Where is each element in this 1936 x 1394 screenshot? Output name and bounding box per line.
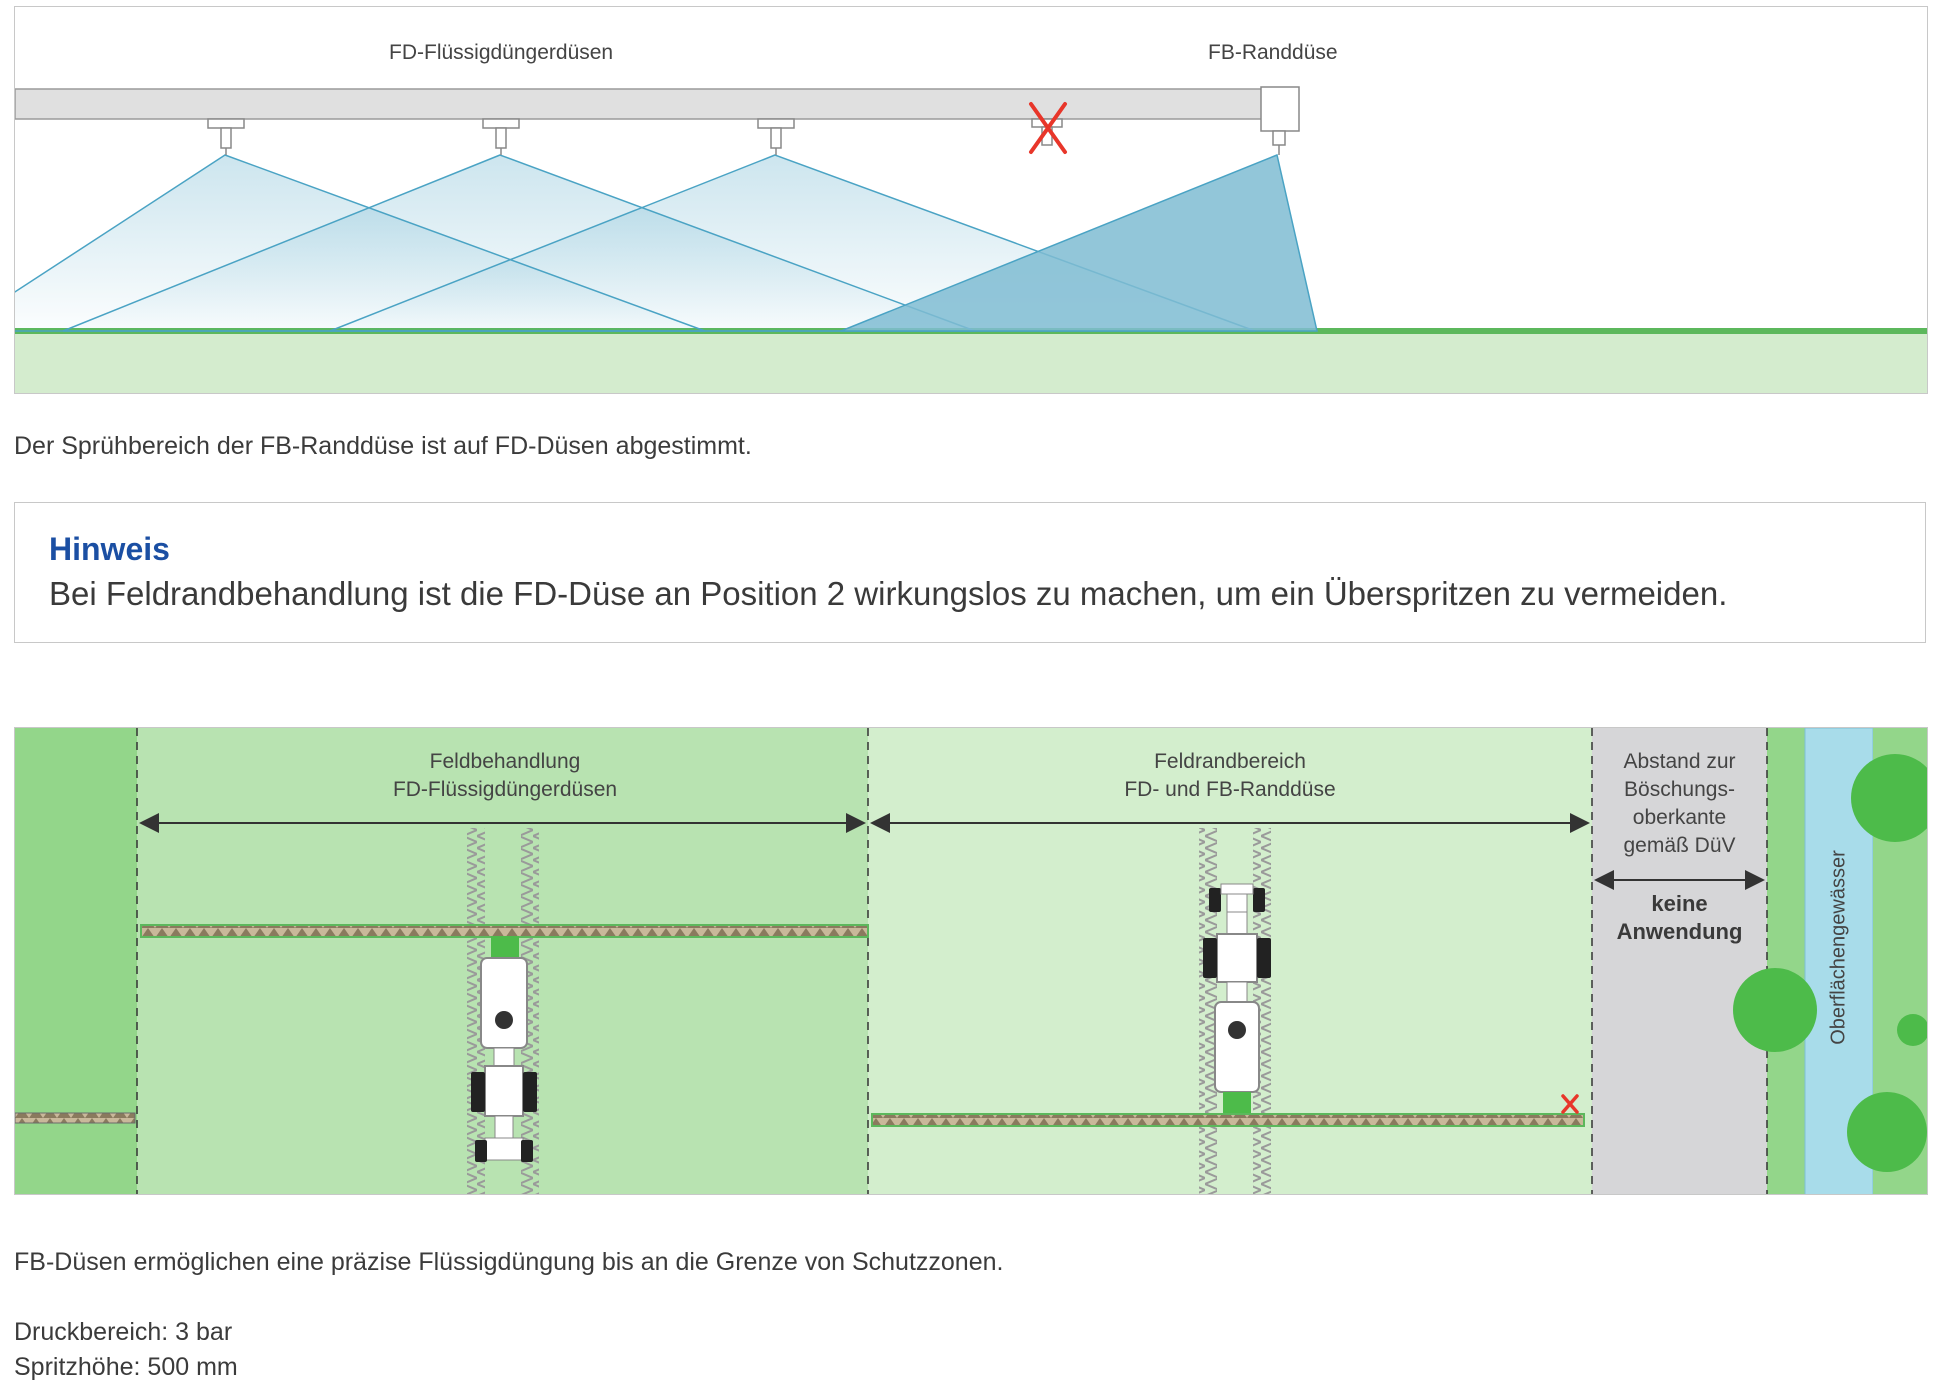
boom-bar [15,88,1298,120]
field-treatment-label: Feldbehandlung FD-Flüssigdüngerdüsen [375,748,635,804]
buffer-line-2: Böschungs- [1624,778,1735,801]
spray-pattern-graphic [15,86,1927,393]
field-treatment-title: Feldbehandlung [429,750,581,773]
tree-icons [1733,754,1927,1172]
buffer-zone-label: Abstand zur Böschungs- oberkante gemäß D… [1592,748,1767,860]
tree-icon [1851,754,1927,842]
spec-pressure: Druckbereich: 3 bar [14,1318,233,1346]
nozzle-3 [757,118,795,129]
nozzle-1 [207,118,245,129]
hint-text: Bei Feldrandbehandlung ist die FD-Düse a… [49,575,1728,612]
fb-spray-fan [840,153,1318,332]
no-application-line-2: Anwendung [1616,919,1743,944]
tree-icon [1733,968,1817,1052]
water-label: Oberflächengewässer [1827,850,1850,1045]
hint-box: Hinweis Bei Feldrandbehandlung ist die F… [14,502,1926,643]
spec-height: Spritzhöhe: 500 mm [14,1353,238,1381]
bank-strip [1767,728,1805,1194]
fd-nozzles-label: FD-Flüssigdüngerdüsen [389,41,614,64]
field-zone-diagram: Feldbehandlung FD-Flüssigdüngerdüsen Fel… [14,727,1928,1195]
no-application-label: keine Anwendung [1592,890,1767,946]
nozzle-spray-diagram: FD-Flüssigdüngerdüsen FB-Randdüse [14,6,1928,394]
fb-nozzle-label: FB-Randdüse [1208,41,1338,64]
buffer-line-1: Abstand zur [1623,750,1736,773]
no-application-line-1: keine [1651,891,1708,916]
field-treatment-subtitle: FD-Flüssigdüngerdüsen [392,778,618,801]
ground-fill [15,331,1927,393]
fd-nozzles [207,118,1063,155]
outer-field-zone [15,728,137,1194]
fb-caption: FB-Düsen ermöglichen eine präzise Flüssi… [14,1248,1004,1276]
boom-1 [140,924,869,938]
neighbor-boom [15,1112,136,1124]
tree-icon [1847,1092,1927,1172]
fb-edge-nozzle [1260,86,1300,155]
hint-title: Hinweis [49,531,170,567]
buffer-line-4: gemäß DüV [1623,834,1736,857]
nozzle-2 [482,118,520,129]
field-edge-subtitle: FD- und FB-Randdüse [1124,778,1336,801]
spray-caption: Der Sprühbereich der FB-Randdüse ist auf… [14,432,752,460]
field-edge-title: Feldrandbereich [1154,750,1306,773]
tractor-1 [471,936,537,1162]
tractor-2 [1203,883,1271,1114]
x-mark-icon [1029,102,1067,154]
tree-icon [1897,1014,1927,1046]
buffer-zone [1592,728,1767,1194]
x-mark-icon [1561,1094,1579,1114]
field-graphic [15,728,1927,1194]
buffer-line-3: oberkante [1632,806,1727,829]
zone-dividers [136,728,1768,1194]
boom-2 [871,1113,1585,1127]
field-edge-label: Feldrandbereich FD- und FB-Randdüse [1100,748,1360,804]
